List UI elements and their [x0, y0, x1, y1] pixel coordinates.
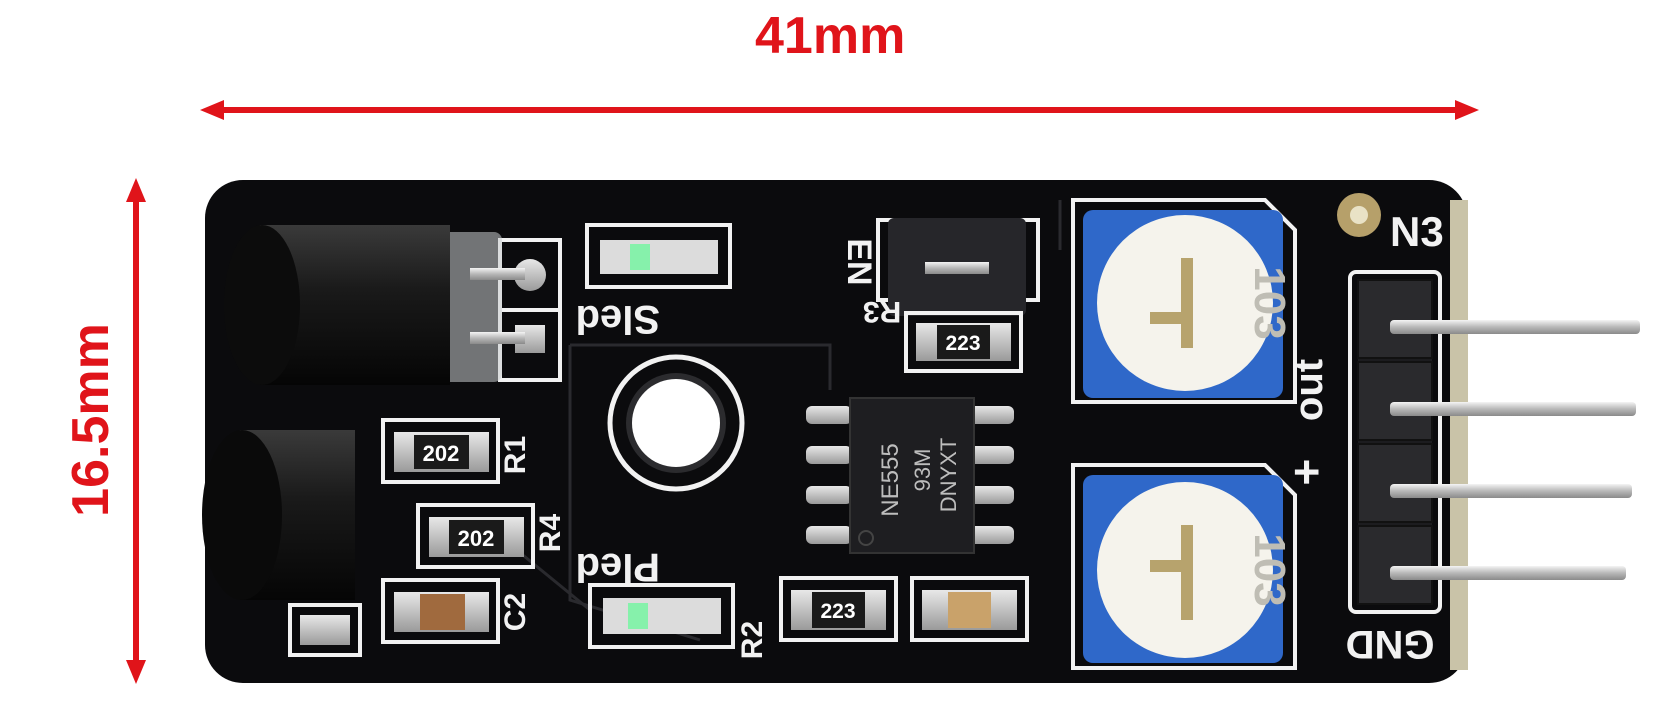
resistor-r3: 223: [904, 311, 1023, 373]
capacitor-c2: [381, 578, 500, 644]
r3-code: 223: [945, 332, 980, 355]
pin-header: [1348, 270, 1640, 614]
ne555-chip: NE555 93M DNYXT: [806, 397, 1014, 554]
silk-sled: Sled: [576, 297, 660, 341]
capacitor-c1: [910, 576, 1029, 642]
r1-code: 202: [423, 441, 460, 466]
width-dimension-label: 41mm: [755, 7, 906, 65]
width-dimension-arrow: [200, 100, 1479, 120]
silk-gnd: GND: [1346, 622, 1435, 666]
resistor-r1: 202: [381, 418, 500, 484]
silk-r3: R3: [863, 295, 901, 328]
ir-receiver-led: [202, 430, 362, 657]
silk-c2: C2: [499, 593, 532, 631]
silk-r4: R4: [534, 514, 567, 553]
pot-top-code: 103: [1245, 266, 1294, 339]
chip-line3: DNYXT: [936, 438, 961, 513]
silk-n3: N3: [1390, 208, 1444, 255]
resistor-r4: 202: [416, 503, 535, 569]
r2-code: 223: [820, 600, 855, 623]
sled-indicator: [585, 223, 732, 289]
silk-pled: Pled: [576, 545, 660, 589]
silk-plus: +: [1280, 459, 1332, 486]
pled-indicator: [588, 583, 735, 649]
chip-line2: 93M: [910, 449, 935, 492]
board-edge: [1450, 200, 1468, 670]
silk-r2: R2: [736, 621, 769, 659]
ir-emitter-led: [224, 225, 562, 385]
potentiometer-bottom: 103: [1071, 463, 1297, 670]
silk-out: out: [1287, 359, 1331, 421]
height-dimension-arrow: [126, 178, 146, 684]
chip-line1: NE555: [877, 443, 904, 516]
silk-r1: R1: [499, 436, 532, 474]
resistor-r2: 223: [779, 576, 898, 642]
r4-code: 202: [458, 526, 495, 551]
potentiometer-top: 103: [1071, 198, 1297, 404]
silk-en: EN: [840, 238, 878, 285]
mounting-hole: [607, 354, 745, 492]
en-jumper: [876, 218, 1040, 316]
pot-bottom-code: 103: [1245, 533, 1294, 606]
